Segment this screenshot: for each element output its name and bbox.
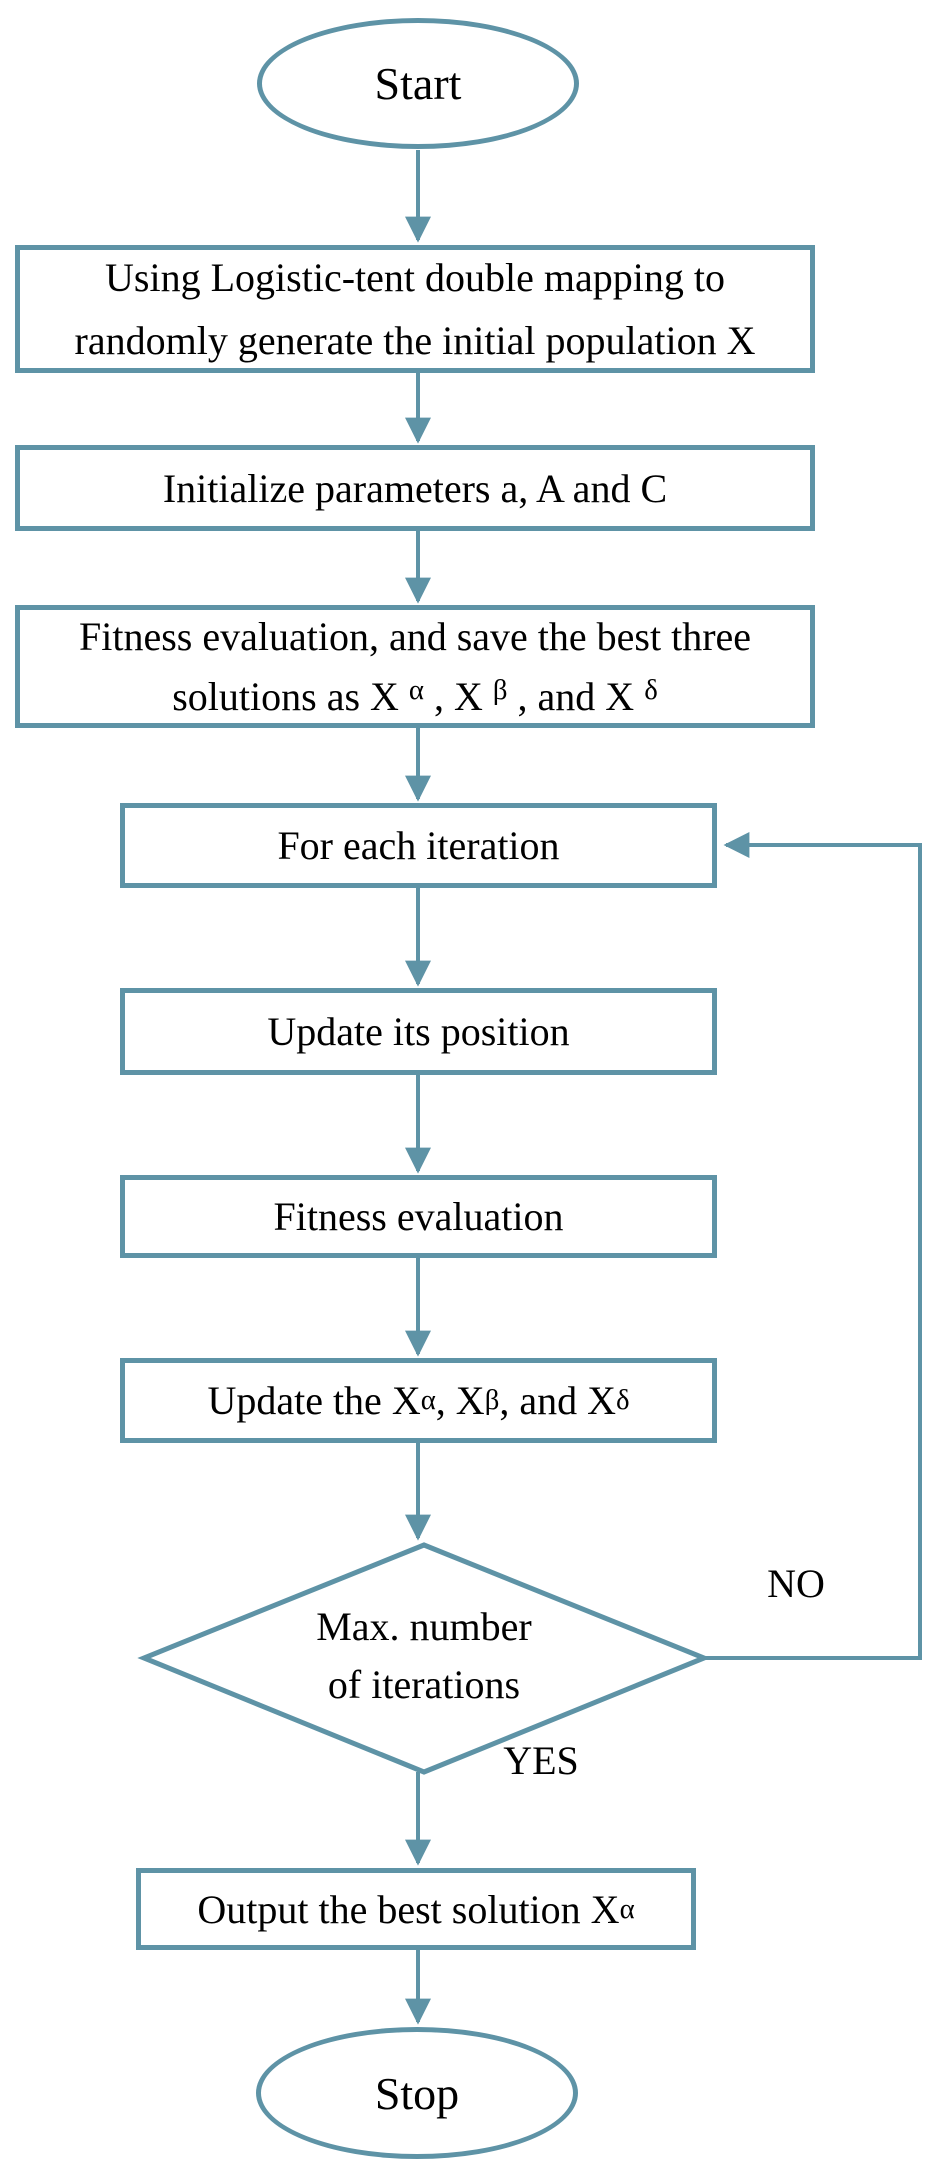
- edge-decision-no-loop: [704, 832, 922, 1660]
- stop-terminator: Stop: [256, 2027, 578, 2159]
- start-label: Start: [374, 58, 462, 109]
- stop-label: Stop: [374, 2067, 460, 2119]
- process-initialize-parameters: Initialize parameters a, A and C: [15, 445, 815, 531]
- process-generate-population: Using Logistic-tent double mapping to ra…: [15, 245, 815, 373]
- process-output-best-solution: Output the best solution X α: [136, 1868, 696, 1950]
- process-update-position: Update its position: [120, 988, 717, 1075]
- fitness-save-line1: Fitness evaluation, and save the best th…: [78, 613, 752, 659]
- process-update-best-wolves: Update the X α , X β , and X δ: [120, 1358, 717, 1443]
- fitness-save-line2: solutions as X α , X β , and X δ: [172, 673, 658, 719]
- decision-diamond-max-iterations: [137, 1542, 711, 1775]
- process-for-each-iteration: For each iteration: [120, 803, 717, 888]
- decision-max-iterations-label: Max. number of iterations: [316, 1604, 532, 1707]
- process-fitness-save-best: Fitness evaluation, and save the best th…: [15, 605, 815, 728]
- process-fitness-evaluation: Fitness evaluation: [120, 1175, 717, 1258]
- edge-label-no: NO: [767, 1561, 825, 1606]
- start-terminator: Start: [257, 18, 579, 149]
- edge-label-yes: YES: [503, 1738, 579, 1783]
